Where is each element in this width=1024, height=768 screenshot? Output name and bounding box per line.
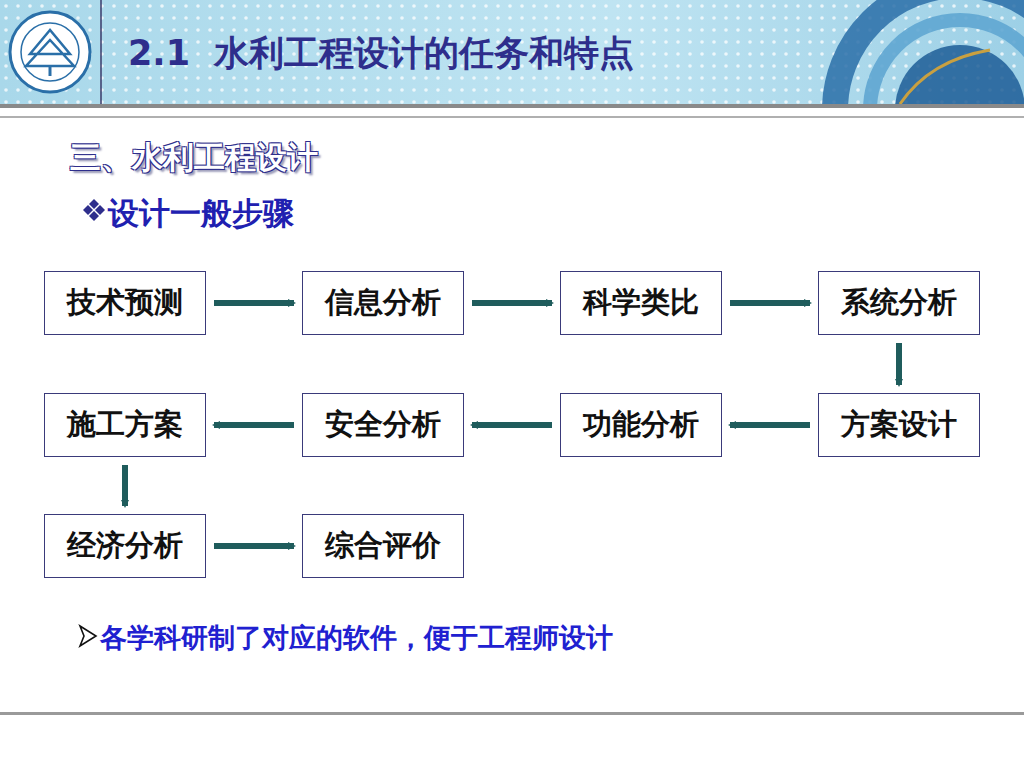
box-label: 信息分析 xyxy=(325,283,441,323)
diamond-bullet xyxy=(83,199,105,221)
process-box: 科学类比 xyxy=(560,271,722,335)
university-logo xyxy=(10,12,90,92)
process-box: 技术预测 xyxy=(44,271,206,335)
header-swirl xyxy=(835,0,1024,104)
box-label: 安全分析 xyxy=(325,405,441,445)
box-label: 系统分析 xyxy=(841,283,957,323)
process-box: 安全分析 xyxy=(302,393,464,457)
flow-arrow xyxy=(472,300,552,306)
flow-arrow xyxy=(214,543,294,549)
process-box: 功能分析 xyxy=(560,393,722,457)
subheading: 设计一般步骤 xyxy=(108,193,294,235)
flow-arrow xyxy=(730,422,810,428)
process-box: 信息分析 xyxy=(302,271,464,335)
header-divider xyxy=(100,0,102,104)
footer-rule xyxy=(0,712,1024,715)
box-label: 经济分析 xyxy=(67,526,183,566)
section-heading: 三、水利工程设计 xyxy=(70,137,318,179)
box-label: 科学类比 xyxy=(583,283,699,323)
header-rule xyxy=(0,104,1024,108)
flow-arrow xyxy=(214,300,294,306)
arrow-bullet xyxy=(80,626,96,646)
process-box: 系统分析 xyxy=(818,271,980,335)
header-rule-thin xyxy=(0,116,1024,118)
box-label: 施工方案 xyxy=(67,405,183,445)
note: 各学科研制了对应的软件，便于工程师设计 xyxy=(100,620,613,656)
flow-arrow xyxy=(730,300,810,306)
flow-arrow xyxy=(896,343,902,385)
process-box: 经济分析 xyxy=(44,514,206,578)
flow-arrow xyxy=(122,465,128,506)
box-label: 综合评价 xyxy=(325,526,441,566)
slide-title: 2.1 水利工程设计的任务和特点 xyxy=(128,30,634,77)
box-label: 技术预测 xyxy=(67,283,183,323)
process-box: 综合评价 xyxy=(302,514,464,578)
flow-arrow xyxy=(472,422,552,428)
box-label: 功能分析 xyxy=(583,405,699,445)
process-box: 施工方案 xyxy=(44,393,206,457)
box-label: 方案设计 xyxy=(841,405,957,445)
flow-arrow xyxy=(214,422,294,428)
process-box: 方案设计 xyxy=(818,393,980,457)
